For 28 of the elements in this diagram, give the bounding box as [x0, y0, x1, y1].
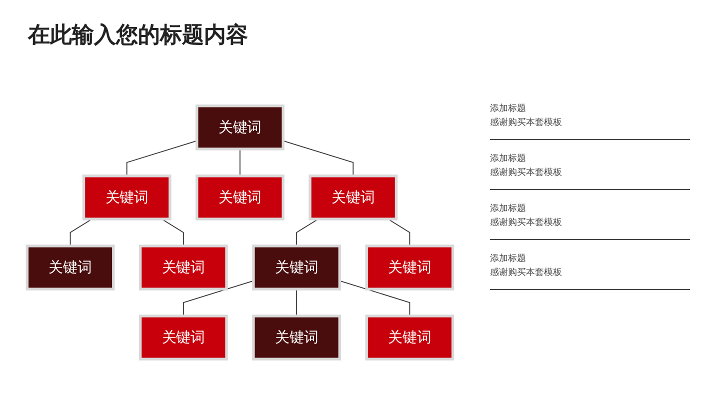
connector: [339, 280, 410, 316]
node-box: 关键词: [196, 104, 284, 150]
connector: [70, 218, 92, 246]
node-box: 关键词: [138, 314, 228, 360]
node-box: 关键词: [82, 174, 172, 220]
connector: [161, 218, 184, 246]
note-text: 感谢购买本套模板: [490, 166, 563, 180]
note-heading: 添加标题: [490, 252, 527, 265]
connector: [182, 280, 254, 316]
note-heading: 添加标题: [490, 152, 527, 165]
node-box: 关键词: [308, 174, 398, 220]
node-box: 关键词: [138, 244, 228, 290]
node-box: 关键词: [252, 314, 342, 360]
connector: [282, 140, 354, 176]
connector: [296, 218, 319, 246]
page-title: 在此输入您的标题内容: [28, 22, 248, 50]
note-text: 感谢购买本套模板: [490, 116, 563, 130]
connector: [388, 218, 410, 246]
node-box: 关键词: [26, 244, 115, 290]
note-heading: 添加标题: [490, 202, 527, 215]
node-box: 关键词: [196, 174, 284, 220]
node-box: 关键词: [252, 244, 342, 290]
node-box: 关键词: [365, 244, 454, 290]
connector: [126, 140, 198, 176]
note-heading: 添加标题: [490, 102, 527, 115]
note-text: 感谢购买本套模板: [490, 216, 563, 230]
node-box: 关键词: [365, 314, 454, 360]
note-text: 感谢购买本套模板: [490, 266, 563, 280]
